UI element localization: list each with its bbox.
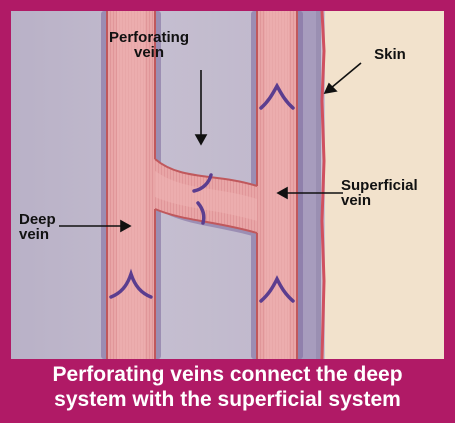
caption-line-1: Perforating veins connect the deep — [0, 362, 455, 387]
superficial-vein-label: Superficial vein — [341, 178, 437, 208]
caption-line-2: system with the superficial system — [0, 387, 455, 412]
perforating-vein-label: Perforating vein — [99, 30, 199, 60]
deep-vein-label: Deep vein — [19, 212, 63, 242]
caption: Perforating veins connect the deep syste… — [0, 362, 455, 420]
illustration-panel: Perforating vein Skin Superficial vein D… — [11, 11, 444, 359]
skin-edge — [322, 11, 324, 359]
skin-label: Skin — [365, 47, 415, 62]
